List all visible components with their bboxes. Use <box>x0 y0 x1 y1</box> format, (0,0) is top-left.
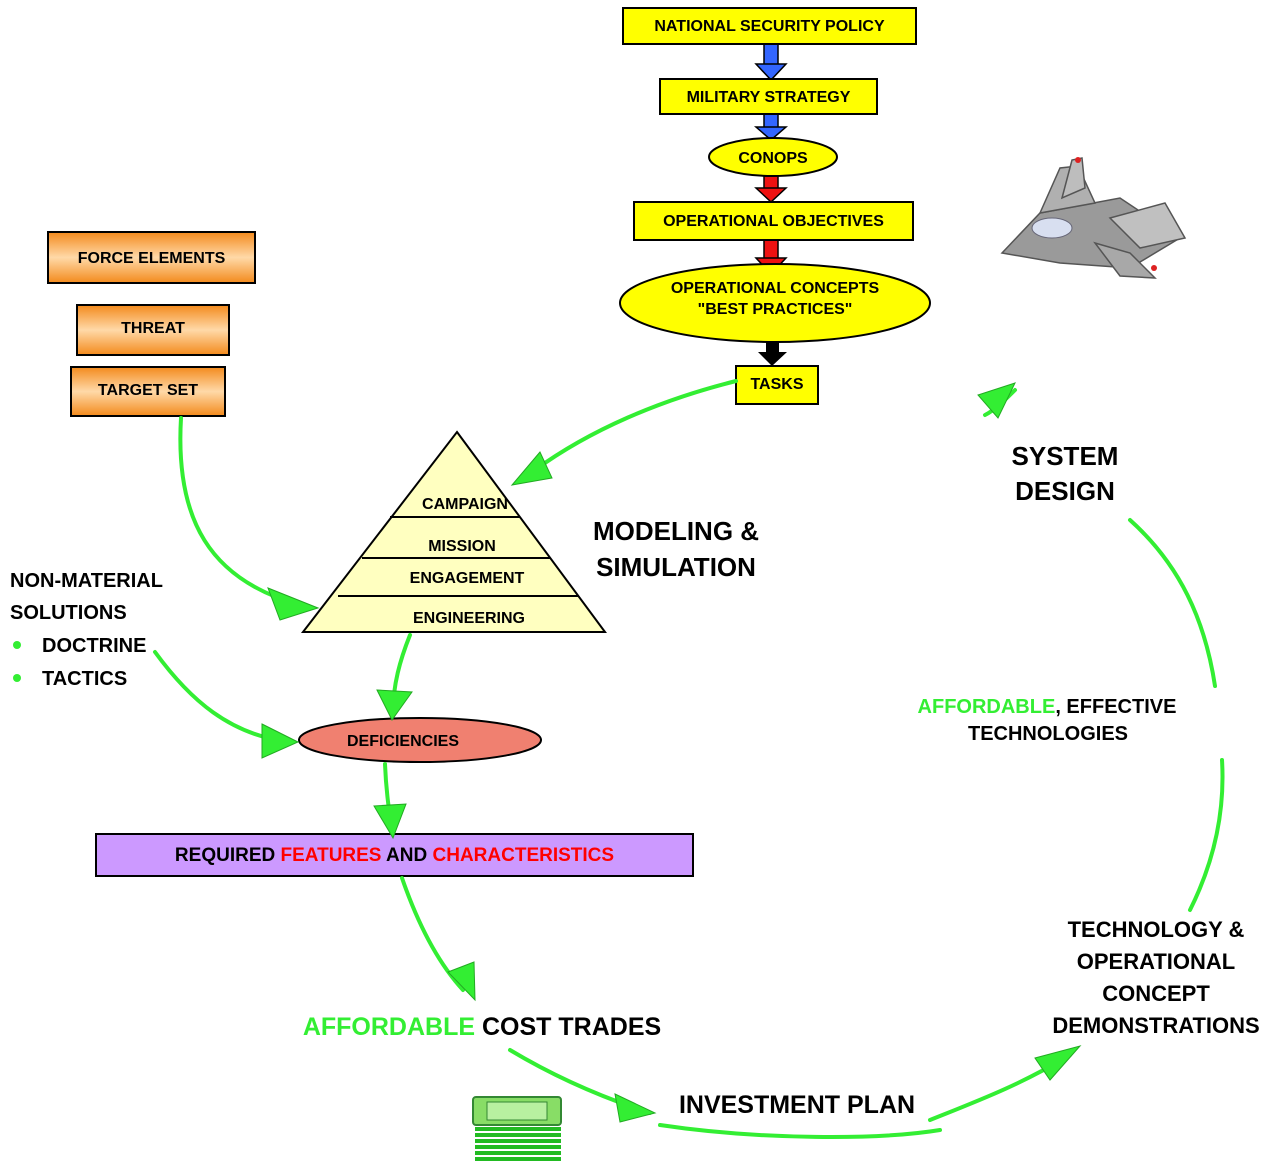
operational-objectives-box: OPERATIONAL OBJECTIVES <box>633 201 914 241</box>
investment-plan-label: INVESTMENT PLAN <box>679 1091 915 1119</box>
chain-arrow-5 <box>758 340 787 366</box>
svg-text:SYSTEM: SYSTEM <box>1012 441 1119 471</box>
arrow-demos-to-technologies <box>1188 758 1225 912</box>
pyramid-engineering-label: ENGINEERING <box>413 610 525 627</box>
target-set-box: TARGET SET <box>70 366 226 417</box>
fighter-jet-icon <box>1000 157 1187 279</box>
operational-concepts-ellipse: OPERATIONAL CONCEPTS "BEST PRACTICES" <box>619 263 931 343</box>
force-elements-box: FORCE ELEMENTS <box>47 231 256 284</box>
bullet-icon <box>13 674 21 682</box>
svg-text:NON-MATERIAL: NON-MATERIAL <box>10 570 163 592</box>
arrow-target-to-pyramid <box>178 416 302 607</box>
pyramid-engagement-label: ENGAGEMENT <box>410 570 525 587</box>
svg-text:AFFORDABLE, EFFECTIVE: AFFORDABLE, EFFECTIVE <box>918 696 1177 718</box>
required-features-box: REQUIRED FEATURES AND CHARACTERISTICS <box>95 833 694 877</box>
deficiencies-ellipse: DEFICIENCIES <box>298 717 542 763</box>
svg-text:OPERATIONAL OBJECTIVES: OPERATIONAL OBJECTIVES <box>663 213 884 230</box>
system-design-label: SYSTEM DESIGN <box>1012 441 1119 506</box>
modeling-pyramid: CAMPAIGN MISSION ENGAGEMENT ENGINEERING <box>300 430 607 633</box>
pyramid-mission-label: MISSION <box>428 538 496 555</box>
svg-text:TASKS: TASKS <box>750 376 803 393</box>
svg-text:DEMONSTRATIONS: DEMONSTRATIONS <box>1052 1013 1259 1038</box>
svg-text:MILITARY STRATEGY: MILITARY STRATEGY <box>687 89 851 106</box>
demonstrations-label: TECHNOLOGY & OPERATIONAL CONCEPT DEMONST… <box>1052 917 1259 1038</box>
svg-text:OPERATIONAL: OPERATIONAL <box>1077 949 1235 974</box>
money-stack-icon <box>472 1096 562 1161</box>
arrow-technologies-to-design <box>1128 518 1217 688</box>
conops-ellipse: CONOPS <box>708 137 838 177</box>
svg-text:TECHNOLOGIES: TECHNOLOGIES <box>968 723 1128 745</box>
svg-text:INVESTMENT PLAN: INVESTMENT PLAN <box>679 1091 915 1119</box>
svg-text:NATIONAL SECURITY POLICY: NATIONAL SECURITY POLICY <box>654 18 885 35</box>
svg-text:REQUIRED FEATURES AND CHARACTE: REQUIRED FEATURES AND CHARACTERISTICS <box>175 845 614 866</box>
bullet-icon <box>13 641 21 649</box>
svg-text:CONOPS: CONOPS <box>738 150 808 167</box>
svg-text:SIMULATION: SIMULATION <box>596 552 756 582</box>
svg-text:CONCEPT: CONCEPT <box>1102 981 1210 1006</box>
technologies-label: AFFORDABLE, EFFECTIVE TECHNOLOGIES <box>918 696 1177 745</box>
svg-text:"BEST PRACTICES": "BEST PRACTICES" <box>698 301 853 318</box>
svg-text:TARGET SET: TARGET SET <box>98 382 198 399</box>
svg-text:THREAT: THREAT <box>121 320 185 337</box>
chain-arrow-3 <box>754 175 788 204</box>
svg-text:DEFICIENCIES: DEFICIENCIES <box>347 733 459 750</box>
chain-arrow-1 <box>754 43 788 82</box>
tasks-box: TASKS <box>735 365 819 405</box>
threat-box: THREAT <box>76 304 230 356</box>
svg-text:MODELING &: MODELING & <box>593 516 759 546</box>
svg-text:DOCTRINE: DOCTRINE <box>42 635 146 657</box>
arrow-tasks-to-pyramid <box>533 379 738 472</box>
non-material-solutions-label: NON-MATERIAL SOLUTIONS DOCTRINE TACTICS <box>10 570 163 690</box>
military-strategy-box: MILITARY STRATEGY <box>659 78 878 115</box>
pyramid-campaign-label: CAMPAIGN <box>422 496 508 513</box>
arrow-requirements-to-cost <box>400 876 465 992</box>
cost-trades-label: AFFORDABLE COST TRADES <box>303 1013 661 1041</box>
green-arrow-heads <box>261 382 1082 1123</box>
svg-text:TACTICS: TACTICS <box>42 668 127 690</box>
arrow-investment-arc <box>658 1123 942 1139</box>
svg-text:DESIGN: DESIGN <box>1015 476 1115 506</box>
chain-arrow-2 <box>753 112 789 141</box>
svg-text:TECHNOLOGY &: TECHNOLOGY & <box>1068 917 1245 942</box>
svg-text:FORCE ELEMENTS: FORCE ELEMENTS <box>78 250 226 267</box>
svg-text:OPERATIONAL CONCEPTS: OPERATIONAL CONCEPTS <box>671 280 880 297</box>
national-security-policy-box: NATIONAL SECURITY POLICY <box>622 7 917 45</box>
svg-text:SOLUTIONS: SOLUTIONS <box>10 602 127 624</box>
modeling-simulation-label: MODELING & SIMULATION <box>593 516 759 582</box>
svg-text:AFFORDABLE COST TRADES: AFFORDABLE COST TRADES <box>303 1013 661 1041</box>
